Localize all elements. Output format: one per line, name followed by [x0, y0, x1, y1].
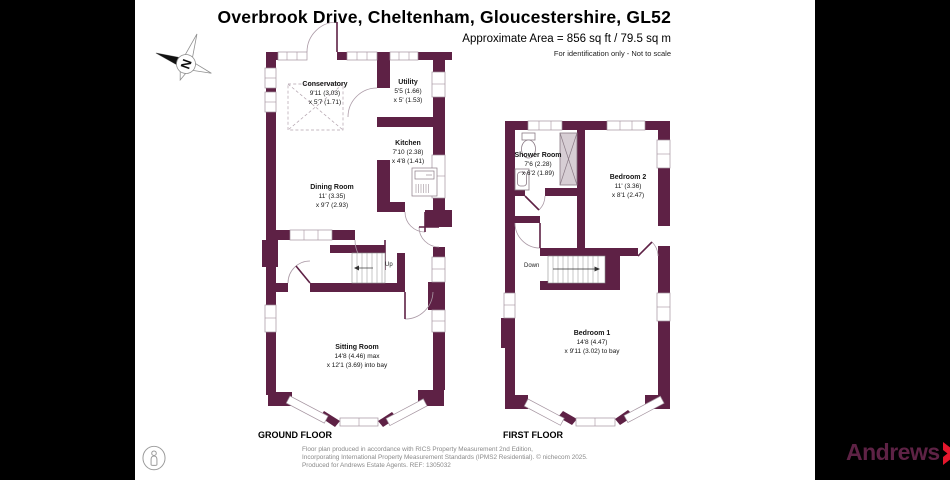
- stairs-up: [351, 252, 386, 284]
- kitchen-sink-unit: [411, 167, 438, 197]
- stairs-down-label: Down: [524, 263, 540, 269]
- down-arrow-icon: [594, 266, 600, 272]
- floorplan-sheet: Overbrook Drive, Cheltenham, Gloucesters…: [135, 0, 950, 480]
- room-label-bedroom-1: Bedroom 1 14'8 (4.47) x 9'11 (3.02) to b…: [564, 330, 620, 355]
- nichecom-logo-icon: [142, 445, 166, 471]
- first-floor-door-arcs: [514, 195, 659, 257]
- andrews-logo-text: Andrews: [846, 439, 940, 465]
- disclaimer: For identification only - Not to scale: [553, 49, 671, 58]
- room-label-bedroom-2: Bedroom 2 11' (3.36) x 8'1 (2.47): [609, 174, 647, 199]
- header: Overbrook Drive, Cheltenham, Gloucesters…: [218, 7, 671, 58]
- first-floor-title: FIRST FLOOR: [503, 430, 563, 440]
- footer-line-1: Floor plan produced in accordance with R…: [302, 446, 533, 453]
- first-floor-walls: [501, 121, 670, 425]
- door-leaves-ff: [524, 195, 653, 257]
- approximate-area: Approximate Area = 856 sq ft / 79.5 sq m: [462, 33, 671, 45]
- shower-enclosure: [559, 132, 578, 186]
- page-title: Overbrook Drive, Cheltenham, Gloucesters…: [217, 7, 671, 27]
- first-floor-plan: [501, 120, 671, 427]
- ground-floor-plan: [262, 22, 452, 427]
- basin: [514, 168, 530, 191]
- room-label-utility: Utility 5'5 (1.66) x 5' (1.53): [393, 79, 423, 104]
- up-arrow-icon: [354, 265, 359, 271]
- stairs-down: [547, 255, 606, 284]
- first-floor-windows: [503, 120, 671, 427]
- room-label-conservatory: Conservatory 9'11 (3.03) x 5'7 (1.71): [302, 81, 348, 106]
- window-ticks: [265, 52, 445, 426]
- ground-floor-title: GROUND FLOOR: [258, 430, 332, 440]
- andrews-chevron-icon: [942, 442, 950, 465]
- compass-north-icon: N: [155, 33, 212, 82]
- conservatory-roof-lines: [287, 83, 344, 131]
- footer-disclaimer: Floor plan produced in accordance with R…: [302, 446, 588, 471]
- room-label-sitting-room: Sitting Room 14'8 (4.46) max x 12'1 (3.6…: [326, 344, 388, 369]
- room-label-shower-room: Shower Room 7'6 (2.28) x 6'2 (1.89): [514, 152, 562, 177]
- footer-line-3: Produced for Andrews Estate Agents. REF:…: [302, 462, 451, 470]
- stairs-up-label: Up: [385, 262, 393, 268]
- toilet: [521, 132, 536, 159]
- room-label-dining-room: Dining Room 11' (3.35) x 9'7 (2.93): [310, 184, 354, 209]
- room-label-kitchen: Kitchen 7'10 (2.38) x 4'8 (1.41): [391, 140, 425, 165]
- footer-line-2: Incorporating International Property Mea…: [302, 454, 588, 462]
- andrews-logo: Andrews: [846, 439, 950, 466]
- ground-floor-walls: [262, 52, 452, 427]
- window-ticks-ff: [504, 121, 670, 426]
